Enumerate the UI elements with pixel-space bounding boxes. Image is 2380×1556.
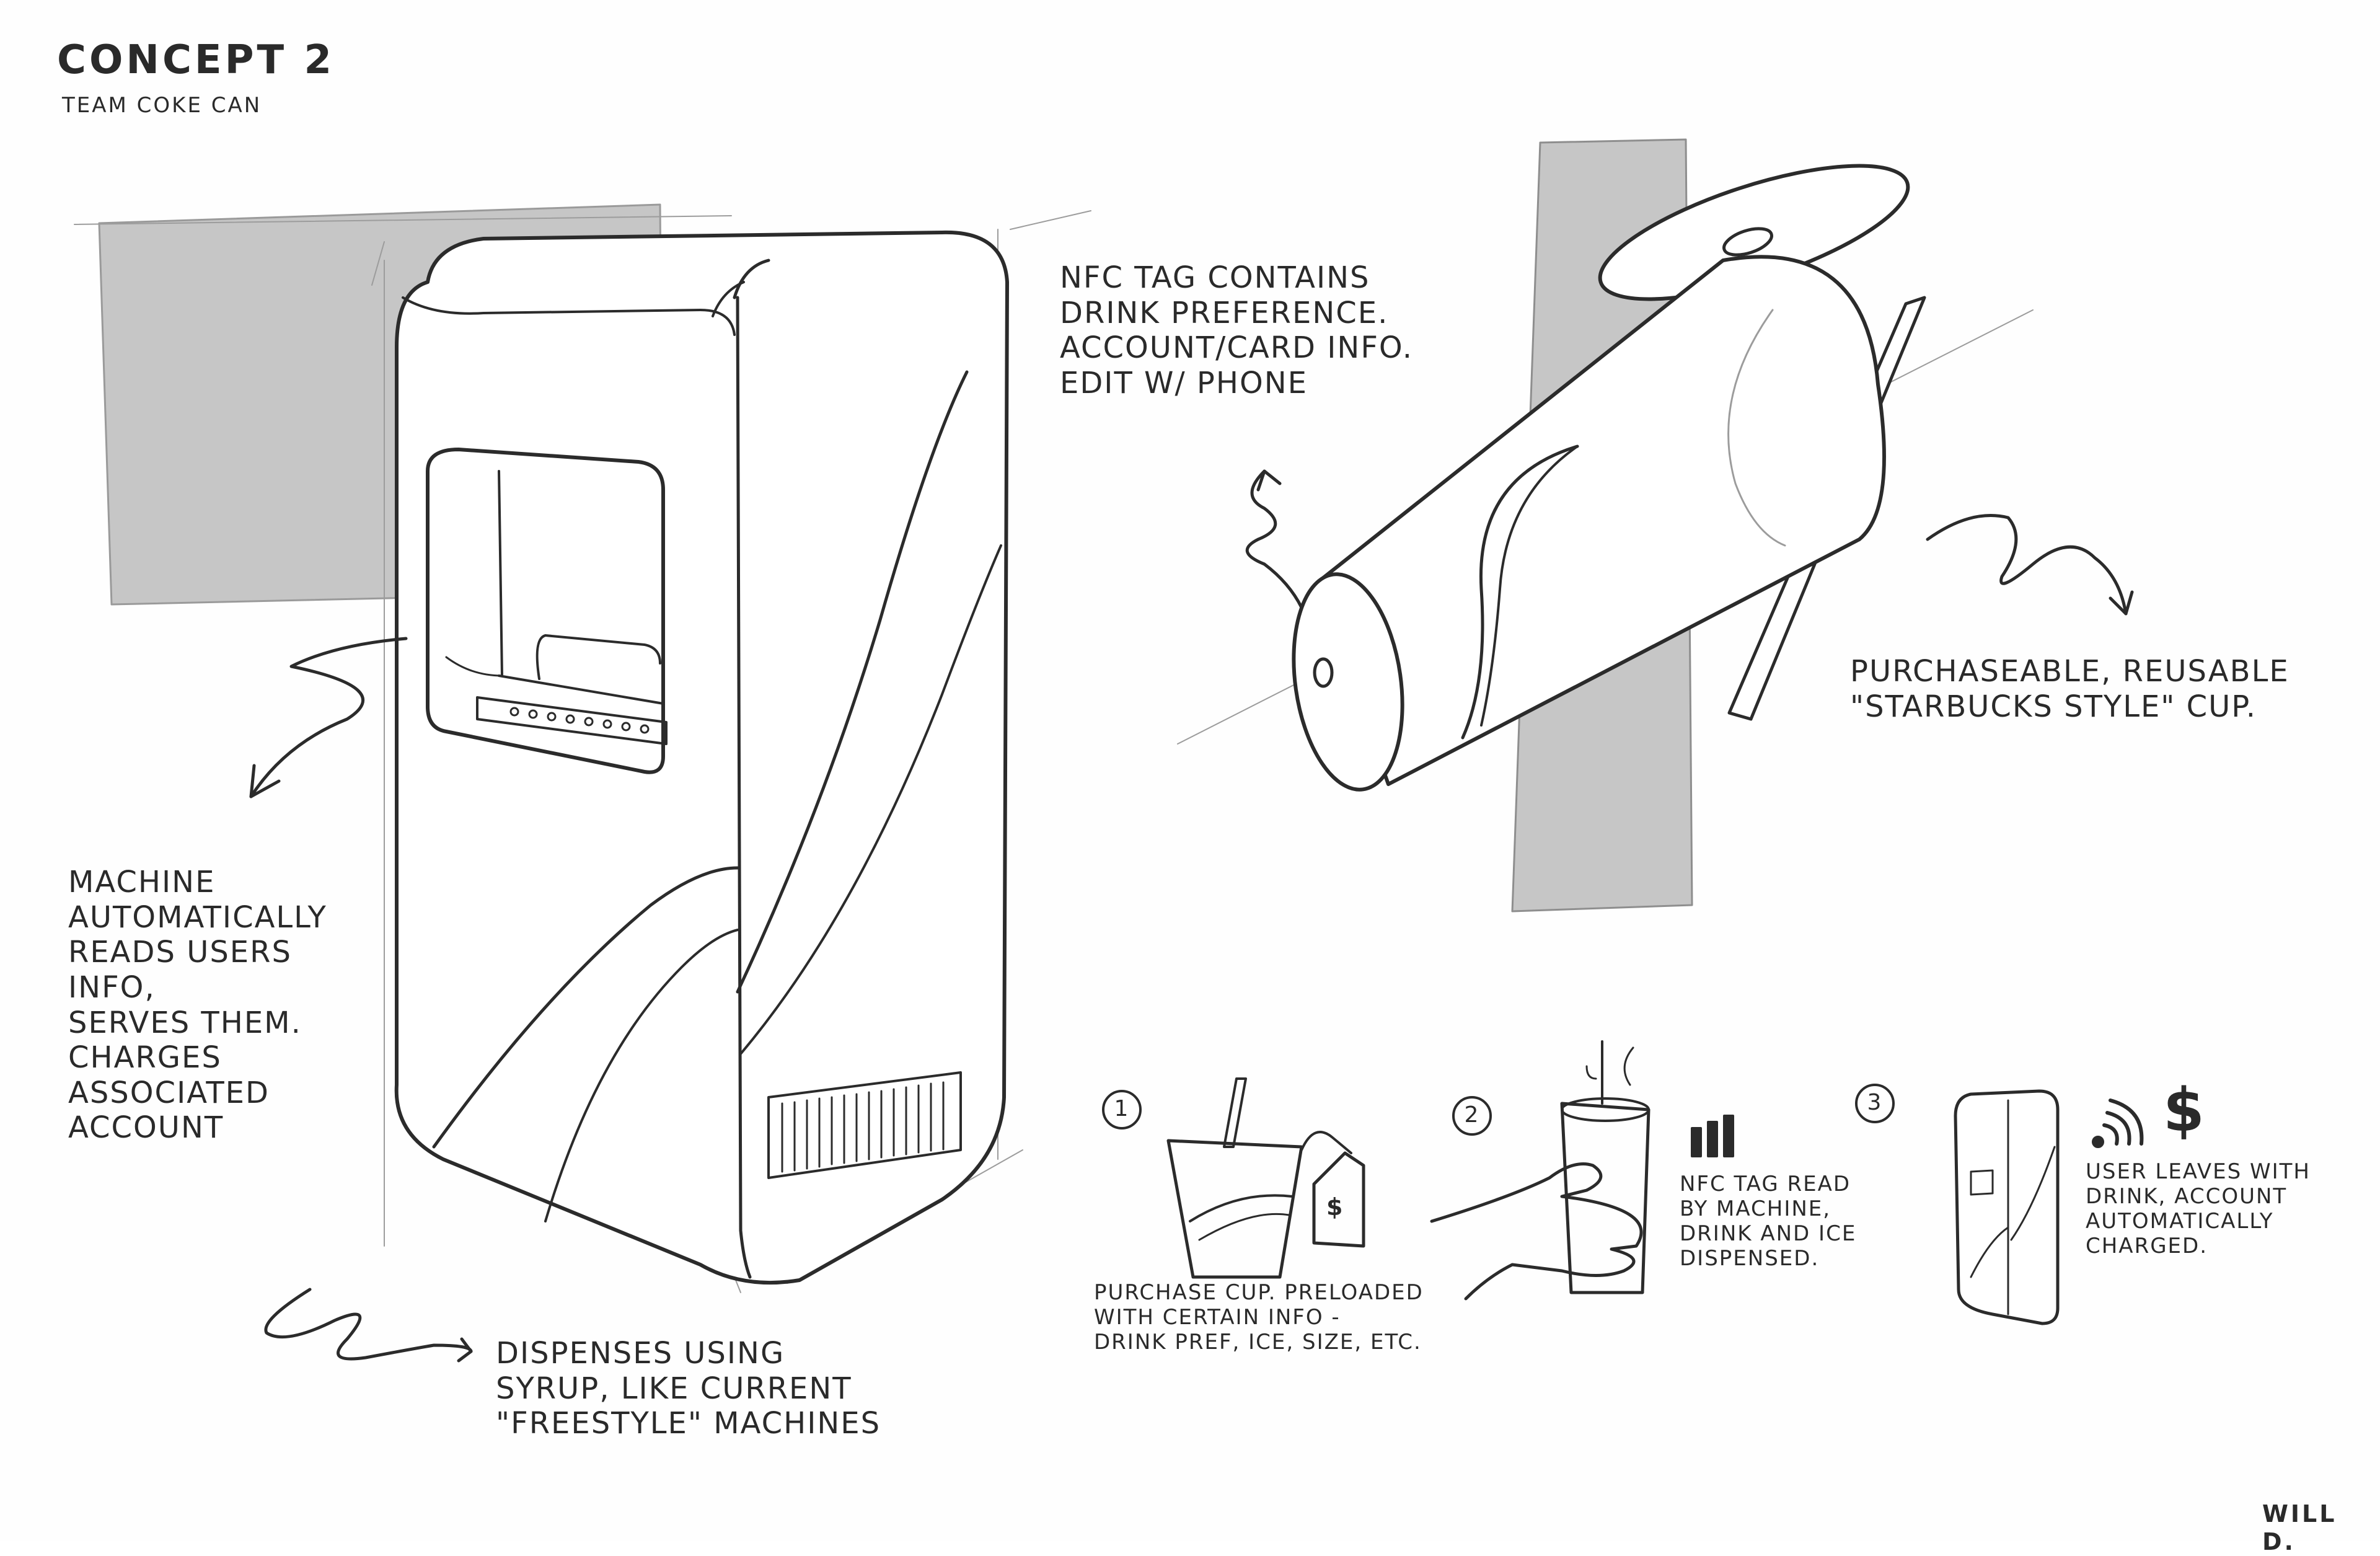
wifi-icon [2092,1098,2144,1148]
step-2-number: 2 [1464,1102,1480,1128]
step-1-circle [1102,1090,1142,1129]
step-2-hand [1430,1162,1643,1301]
signature: WILL D. [2262,1500,2337,1555]
step-2-text: NFC TAG READ BY MACHINE, DRINK AND ICE D… [1680,1172,1857,1271]
machine-drawing [74,203,1091,1293]
step-2-circle [1452,1096,1492,1136]
cup-drawing [1177,138,2034,913]
machine-wave-front [736,370,969,994]
step-1-number: 1 [1114,1096,1130,1121]
step-1-drawing [1102,1077,1365,1279]
purchasable-annotation: PURCHASEABLE, REUSABLE "STARBUCKS STYLE"… [1850,654,2290,724]
machine-annotation: MACHINE AUTOMATICALLY READS USERS INFO, … [68,865,327,1146]
dispense-annotation: DISPENSES USING SYRUP, LIKE CURRENT "FRE… [496,1336,881,1441]
cup-wave [1461,444,1579,740]
page-title: CONCEPT 2 [57,37,335,83]
charge-dollar-symbol: $ [2163,1076,2206,1145]
step-3-machine [1954,1089,2060,1325]
step-1-text: PURCHASE CUP. PRELOADED WITH CERTAIN INF… [1094,1280,1424,1355]
page-subtitle: TEAM COKE CAN [62,93,262,118]
machine-vent-slats [781,1081,945,1173]
machine-screen-recess [426,448,665,774]
step-3-drawing [1855,1084,2144,1325]
dispense-arrow [264,1288,473,1361]
tag-dollar-symbol: $ [1326,1193,1344,1221]
nfc-arrow [1245,469,1303,609]
screen-arrow [249,637,408,798]
machine-vent [767,1071,962,1179]
card-reader-slot [476,696,668,745]
cup-body [1315,255,1886,786]
step-3-circle [1855,1084,1895,1123]
machine-front-edge [733,259,770,1279]
nfc-tag-annotation: NFC TAG CONTAINS DRINK PREFERENCE. ACCOU… [1060,260,1414,400]
step-2-cup [1560,1102,1651,1294]
step-2-signal-bars [1691,1115,1734,1157]
step-2-drawing [1430,1040,1734,1301]
step-1-cup [1166,1139,1303,1279]
step-3-text: USER LEAVES WITH DRINK, ACCOUNT AUTOMATI… [2086,1159,2311,1259]
step-1-straw [1223,1077,1247,1148]
purchasable-arrow [1926,514,2128,616]
cup-base [1292,572,1404,792]
nfc-tag-dot [1313,657,1334,688]
step-3-number: 3 [1867,1090,1883,1115]
card-reader-dots [509,707,650,734]
step-1-tag [1312,1151,1365,1248]
